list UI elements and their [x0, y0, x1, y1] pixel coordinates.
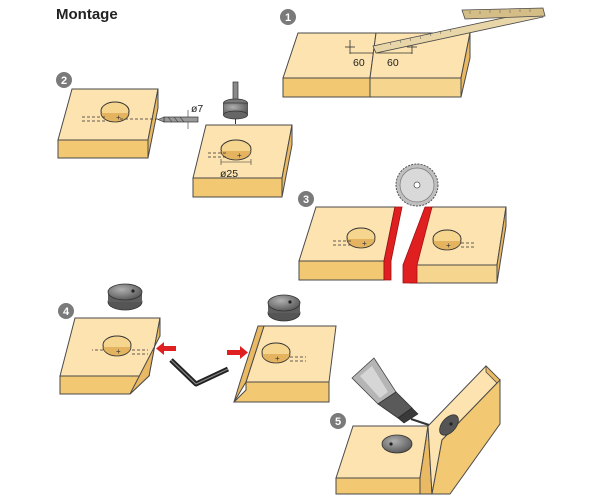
drill-bit-icon	[120, 110, 200, 129]
step-number: 3	[303, 194, 309, 206]
svg-text:+: +	[362, 239, 367, 248]
power-drill-icon	[351, 357, 433, 427]
step-5: 5	[330, 357, 501, 495]
bore-diameter-label: ø25	[220, 168, 238, 180]
step-2: 2 + ø7	[56, 72, 293, 198]
drill-diameter-label: ø7	[191, 103, 203, 115]
step-1: 1 60 60	[280, 7, 546, 98]
arrow-icon	[227, 346, 248, 359]
step-badge	[56, 72, 72, 88]
step-number: 2	[61, 75, 67, 87]
step-number: 4	[63, 306, 70, 318]
connector-icon	[107, 283, 143, 311]
arrow-icon	[156, 342, 176, 355]
step-badge	[280, 9, 296, 25]
saw-blade-icon	[395, 163, 439, 207]
step-number: 1	[285, 12, 291, 24]
step-badge	[330, 413, 346, 429]
connector-icon	[267, 294, 301, 322]
svg-text:+: +	[275, 354, 280, 363]
board-a: +	[57, 88, 159, 159]
svg-text:+: +	[237, 151, 242, 160]
step-badge	[298, 191, 314, 207]
step-4: 4 +	[58, 283, 337, 403]
ruler-icon	[372, 7, 546, 54]
board-b: +	[192, 124, 293, 198]
allen-key-icon	[169, 358, 230, 387]
page-title: Montage	[56, 6, 118, 23]
step-badge	[58, 303, 74, 319]
step-number: 5	[335, 416, 341, 428]
svg-text:+: +	[116, 347, 121, 356]
forstner-bit-icon	[223, 81, 248, 124]
step-3: 3 + +	[298, 163, 507, 284]
board-g	[427, 365, 501, 495]
board-cut-right: +	[402, 206, 507, 284]
distance-left-label: 60	[353, 57, 365, 69]
board-cut-left: +	[298, 206, 403, 281]
distance-right-label: 60	[387, 57, 399, 69]
board-f	[335, 425, 433, 495]
svg-text:+: +	[116, 113, 121, 122]
board-d: +	[59, 317, 161, 395]
svg-text:+: +	[446, 241, 451, 250]
board-e: +	[232, 325, 337, 403]
